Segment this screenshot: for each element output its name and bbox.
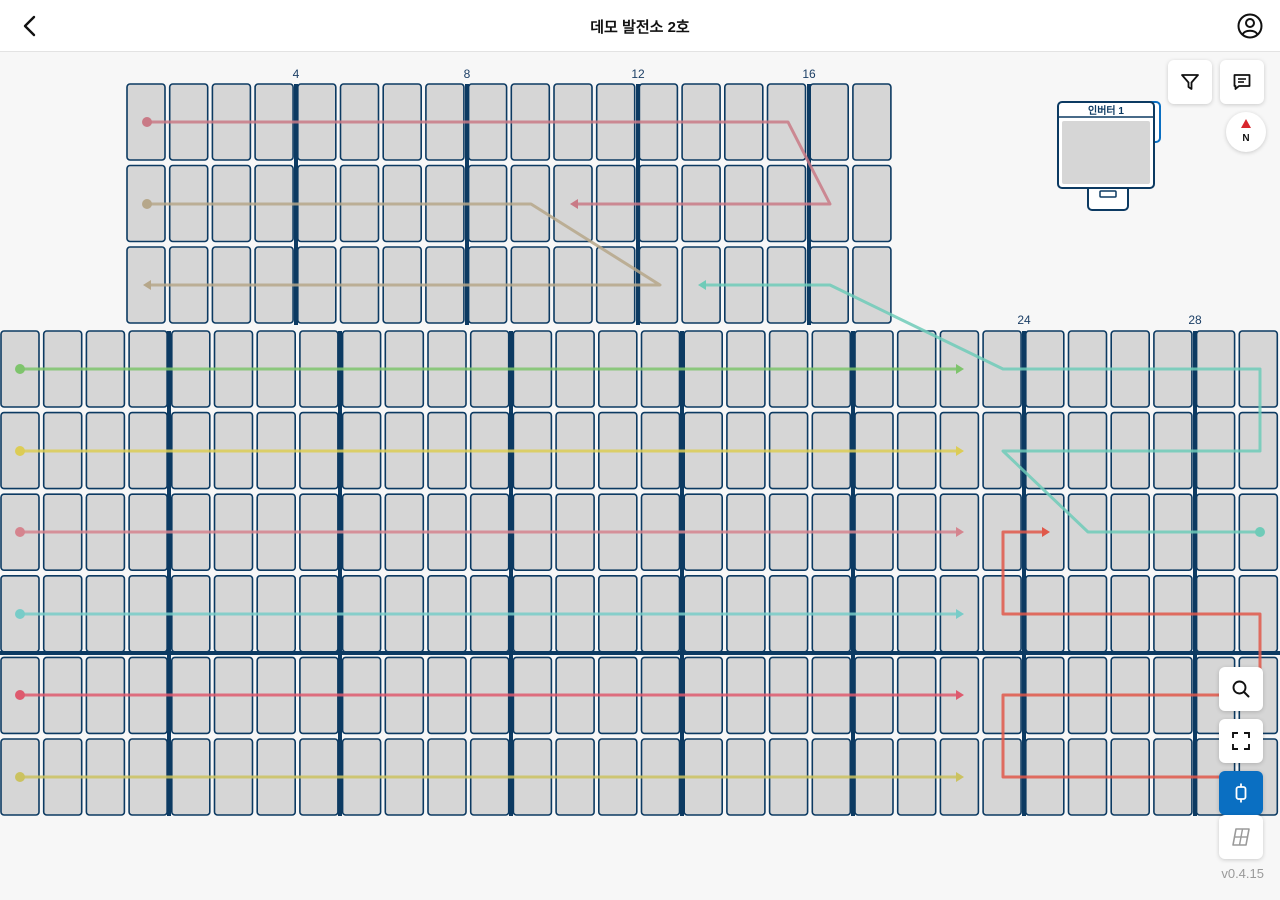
search-button[interactable] [1219,667,1263,711]
back-button[interactable] [14,10,46,42]
comment-button[interactable] [1220,60,1264,104]
solar-module[interactable] [852,83,892,161]
compass: N [1226,112,1266,152]
string-10[interactable] [1001,530,1262,779]
string-arrow-icon [956,527,964,537]
string-3[interactable] [703,283,1262,534]
string-arrow-icon [956,772,964,782]
compass-label: N [1242,133,1250,144]
inverter-label: 인버터 1 [1088,104,1124,117]
string-arrow-icon [956,446,964,456]
string-start-dot [15,772,25,782]
string-start-dot [15,364,25,374]
string-arrow-icon [956,690,964,700]
page-title: 데모 발전소 2호 [590,19,690,36]
connector-icon [1235,783,1247,803]
inverter-1[interactable]: 인버터 1 [1057,101,1161,211]
chevron-left-icon [23,15,36,37]
account-button[interactable] [1234,10,1266,42]
fullscreen-icon [1232,732,1250,750]
solar-module[interactable] [852,246,892,324]
panel-view-button[interactable] [1219,815,1263,859]
solar-module[interactable] [809,83,850,161]
string-start-dot [15,527,25,537]
column-marker: 16 [802,67,816,81]
string-start-dot [142,199,152,209]
search-icon [1232,680,1250,698]
column-marker: 4 [293,67,300,81]
user-circle-icon [1237,13,1263,39]
string-start-dot [142,117,152,127]
string-start-dot [1255,527,1265,537]
string-1[interactable] [147,120,832,206]
filter-icon [1181,74,1199,90]
string-arrow-icon [143,280,151,290]
string-arrow-icon [956,364,964,374]
column-markers: 4 8 12 16 24 28 [293,67,1202,327]
fullscreen-button[interactable] [1219,719,1263,763]
string-arrow-icon [698,280,706,290]
string-2[interactable] [147,202,662,287]
column-marker: 8 [464,67,471,81]
solar-module[interactable] [852,164,892,243]
string-start-dot [15,446,25,456]
plant-layout-canvas[interactable]: 4 8 12 16 24 28 인버터 1 [0,53,1280,900]
string-start-dot [15,609,25,619]
comment-icon [1233,74,1251,90]
string-start-dot [15,690,25,700]
column-marker: 12 [631,67,645,81]
string-lines [15,117,1265,782]
string-view-button[interactable] [1219,771,1263,815]
filter-button[interactable] [1168,60,1212,104]
string-arrow-icon [570,199,578,209]
string-arrow-icon [1042,527,1050,537]
solar-panel-icon [1232,828,1250,846]
column-marker: 28 [1188,313,1202,327]
top-bar: 데모 발전소 2호 [0,0,1280,52]
version-label: v0.4.15 [1221,866,1264,881]
string-arrow-icon [956,609,964,619]
north-arrow-icon [1241,119,1251,128]
column-marker: 24 [1017,313,1031,327]
